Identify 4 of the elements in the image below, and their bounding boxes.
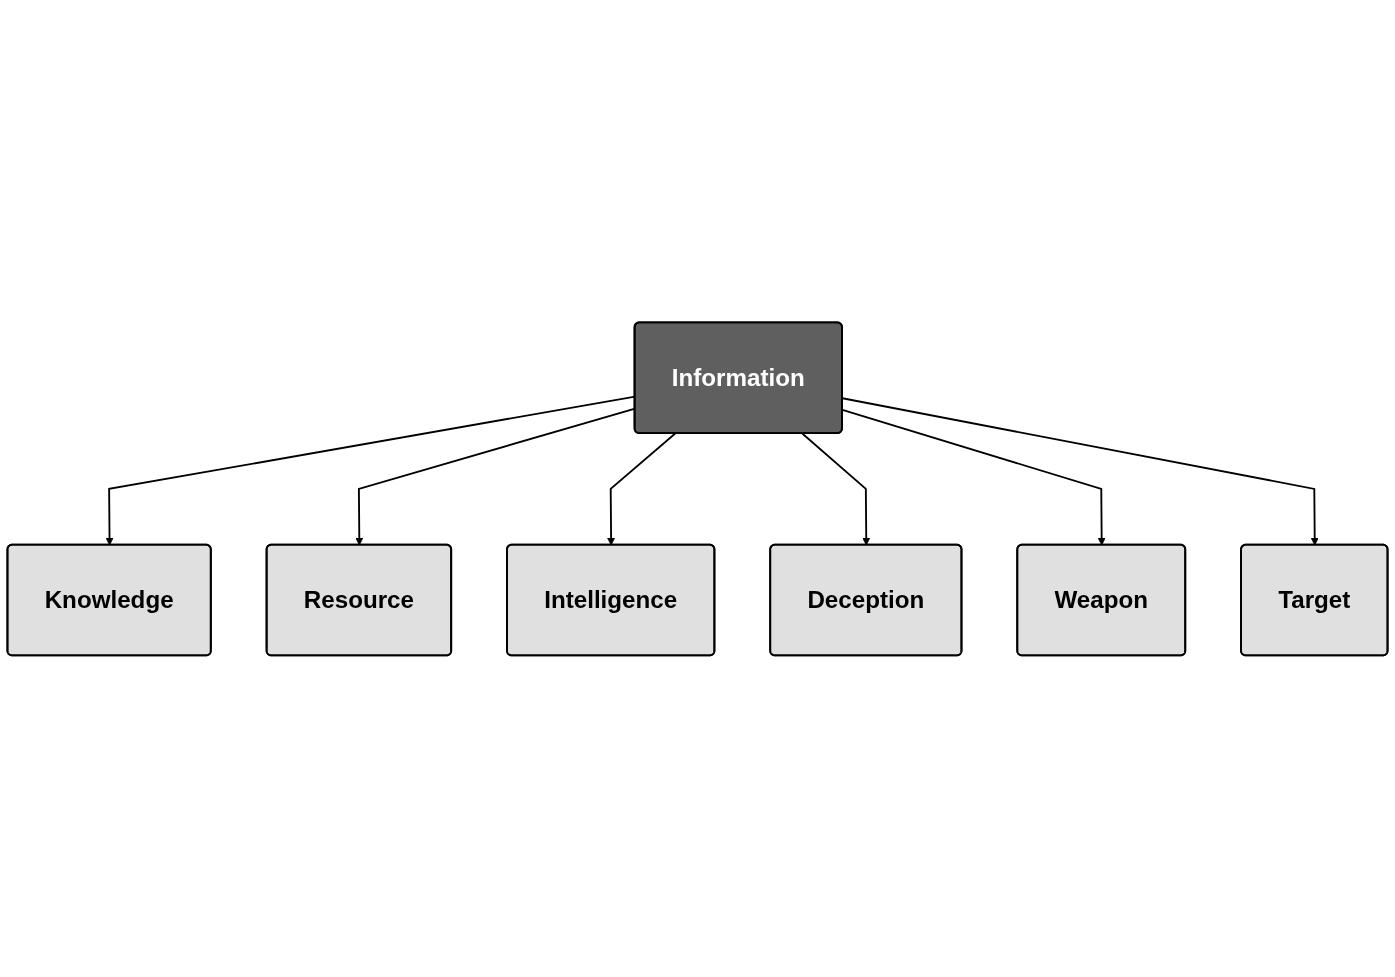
arrow — [841, 408, 1106, 546]
arrow — [841, 396, 1319, 546]
arrow — [801, 432, 871, 546]
arrow — [607, 432, 677, 546]
